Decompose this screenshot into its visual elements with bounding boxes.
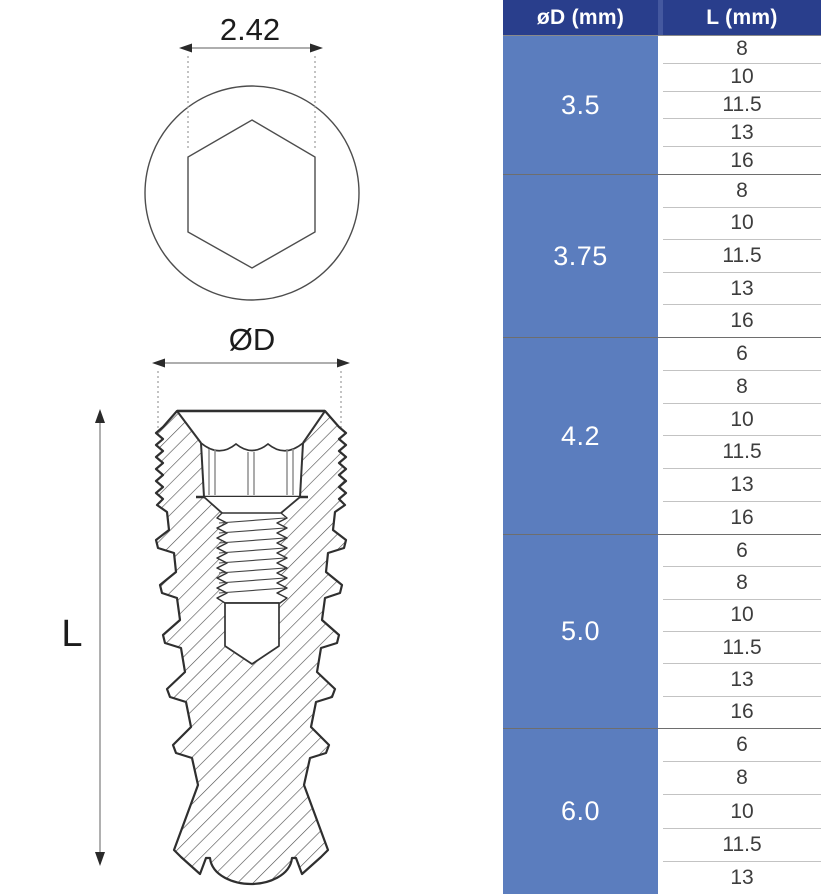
length-cell: 6	[736, 341, 748, 365]
hex-width-dimension-label: 2.42	[220, 12, 280, 47]
diameter-cell: 3.5	[503, 36, 658, 174]
neck-line	[280, 496, 301, 514]
bore-channel	[224, 602, 280, 665]
length-cell: 16	[663, 501, 821, 534]
diameter-dimension: ØD	[152, 322, 350, 428]
diameter-cell: 6.0	[503, 729, 658, 894]
arrowhead-left-icon	[179, 43, 192, 53]
length-cell: 10	[663, 598, 821, 631]
socket-crown-curve	[200, 442, 304, 452]
arrowhead-right-icon	[310, 43, 323, 53]
length-cell: 8	[736, 37, 748, 61]
length-cell: 10	[663, 402, 821, 436]
diameter-cell: 4.2	[503, 338, 658, 534]
length-cell: 13	[663, 118, 821, 146]
arrowhead-left-icon	[152, 358, 165, 368]
table-header-row: øD (mm) L (mm)	[503, 0, 821, 35]
hex-width-dimension: 2.42	[179, 12, 323, 151]
column-gap	[658, 729, 663, 894]
inner-thread-neck	[204, 497, 300, 513]
inner-thread-turns	[218, 517, 286, 594]
neck-line	[203, 496, 223, 514]
column-header-length: L (mm)	[706, 5, 778, 29]
column-gap	[658, 175, 663, 337]
inner-thread-bore	[216, 512, 288, 604]
socket-entry	[177, 411, 325, 443]
length-cell: 10	[663, 62, 821, 91]
implant-side-view	[154, 409, 348, 886]
header-column-divider	[658, 0, 663, 35]
length-dimension-label: L	[61, 613, 82, 655]
length-cell: 13	[663, 663, 821, 695]
arrowhead-down-icon	[95, 852, 105, 866]
socket-chamfer-line	[302, 410, 326, 444]
length-cell: 8	[663, 566, 821, 598]
diameter-cell: 3.75	[503, 175, 658, 337]
implant-technical-drawing: 2.42 ØD L	[61, 12, 360, 886]
column-gap	[658, 36, 663, 174]
length-cell: 11.5	[663, 90, 821, 119]
arrowhead-up-icon	[95, 409, 105, 423]
hex-socket-outline	[187, 119, 316, 269]
length-cell: 8	[663, 369, 821, 403]
length-cell: 13	[663, 860, 821, 894]
column-header-diameter: øD (mm)	[536, 5, 625, 29]
column-gap	[658, 535, 663, 728]
implant-top-view	[144, 85, 360, 301]
column-gap	[658, 338, 663, 534]
socket-wall-line	[299, 442, 304, 498]
length-cell: 6	[736, 733, 748, 757]
hex-socket-cavity	[201, 443, 303, 497]
socket-wall-line	[200, 442, 205, 498]
length-cell: 8	[736, 178, 748, 202]
length-cell: 6	[736, 538, 748, 562]
length-cell: 13	[663, 271, 821, 305]
length-cell: 11.5	[663, 239, 821, 272]
length-cell: 11.5	[663, 435, 821, 468]
length-cell: 8	[663, 761, 821, 794]
length-cell: 16	[663, 146, 821, 174]
length-cell: 11.5	[663, 827, 821, 861]
diameter-dimension-label: ØD	[229, 322, 276, 357]
diameter-cell: 5.0	[503, 535, 658, 728]
socket-inner-edges	[208, 449, 294, 495]
length-cell: 16	[663, 695, 821, 728]
length-cell: 10	[663, 206, 821, 240]
length-cell: 10	[663, 794, 821, 827]
implant-outline-circle	[144, 85, 360, 301]
length-cell: 16	[663, 304, 821, 337]
length-cell: 13	[663, 468, 821, 501]
length-dimension: L	[61, 409, 105, 866]
socket-chamfer-line	[176, 410, 202, 444]
arrowhead-right-icon	[337, 358, 350, 368]
length-cell: 11.5	[663, 630, 821, 663]
